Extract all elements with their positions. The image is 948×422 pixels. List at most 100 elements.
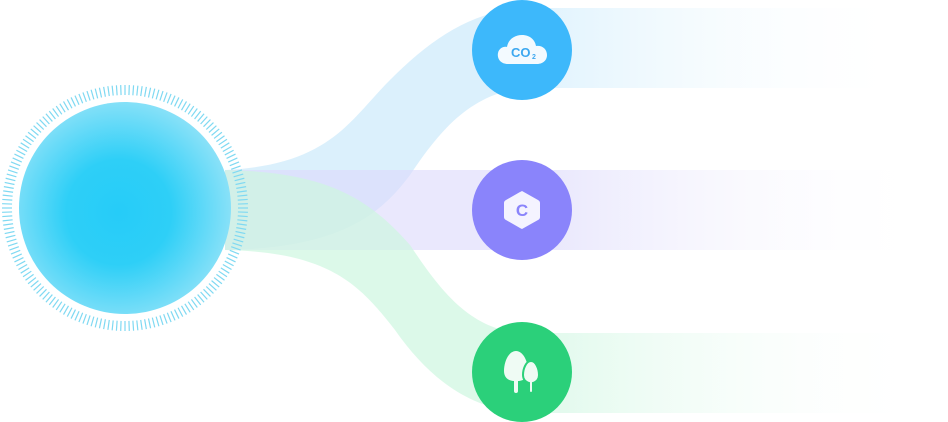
- ring-tick: [115, 85, 118, 96]
- ring-tick: [111, 320, 114, 331]
- ring-tick: [190, 299, 198, 308]
- node-forest[interactable]: [472, 322, 572, 422]
- ring-tick: [6, 238, 17, 243]
- ring-tick: [55, 301, 63, 311]
- ring-tick: [226, 153, 236, 160]
- ring-tick: [4, 181, 15, 186]
- ring-tick: [159, 90, 164, 101]
- ring-tick: [5, 234, 16, 239]
- ring-tick: [111, 85, 114, 96]
- ring-tick: [218, 138, 228, 146]
- ring-tick: [98, 87, 103, 98]
- ring-tick: [103, 86, 106, 97]
- ring-tick: [136, 320, 139, 331]
- ring-tick: [115, 320, 118, 331]
- ring-tick: [132, 320, 135, 331]
- ring-tick: [232, 169, 243, 174]
- ring-tick: [42, 116, 50, 125]
- ring-tick: [10, 161, 21, 167]
- ring-tick: [159, 315, 164, 326]
- ring-tick: [14, 256, 24, 263]
- ring-tick: [184, 103, 191, 113]
- ring-tick: [22, 270, 32, 278]
- ring-tick: [36, 122, 45, 130]
- ring-tick: [3, 223, 14, 226]
- ring-tick: [2, 194, 13, 197]
- ring-tick: [234, 177, 245, 182]
- ring-tick: [66, 99, 73, 109]
- ring-tick: [12, 157, 23, 163]
- ring-tick: [170, 310, 176, 321]
- ring-tick: [9, 246, 20, 251]
- node-co2[interactable]: CO 2: [472, 0, 572, 100]
- ring-tick: [147, 87, 152, 98]
- ring-tick: [59, 103, 66, 113]
- ring-tick: [25, 135, 34, 143]
- co2-cloud-icon: CO 2: [497, 35, 547, 64]
- ring-tick: [184, 303, 191, 313]
- ring-tick: [170, 95, 176, 106]
- ring-tick: [151, 317, 156, 328]
- co2-subscript: 2: [532, 54, 536, 61]
- ring-tick: [5, 177, 16, 182]
- ring-tick: [2, 219, 13, 222]
- ring-tick: [2, 198, 13, 201]
- ring-tick: [74, 95, 80, 106]
- ring-tick: [230, 165, 241, 170]
- ring-tick: [140, 86, 143, 97]
- tick-ring: [2, 85, 248, 331]
- ring-tick: [200, 116, 208, 125]
- band-co2-tail: [520, 8, 910, 88]
- ring-tick: [48, 110, 56, 120]
- ring-tick: [33, 125, 42, 133]
- ring-tick: [180, 101, 188, 111]
- ring-tick: [16, 260, 26, 267]
- ring-tick: [22, 138, 32, 146]
- ring-tick: [39, 119, 47, 128]
- ring-tick: [3, 186, 14, 189]
- ring-tick: [222, 145, 232, 153]
- ring-tick: [163, 313, 168, 324]
- ring-tick: [78, 93, 84, 104]
- ring-tick: [236, 186, 247, 189]
- ring-tick: [2, 215, 13, 218]
- ring-tick: [151, 88, 156, 99]
- ring-tick: [86, 315, 91, 326]
- ring-tick: [3, 190, 14, 193]
- ring-tick: [42, 291, 50, 300]
- ring-tick: [200, 291, 208, 300]
- ring-tick: [237, 215, 248, 218]
- node-carbon[interactable]: C: [472, 160, 572, 260]
- ring-tick: [173, 97, 180, 107]
- ring-tick: [232, 242, 243, 247]
- ring-tick: [187, 105, 195, 115]
- ring-tick: [94, 88, 99, 99]
- ring-tick: [48, 296, 56, 306]
- ring-tick: [237, 198, 248, 201]
- ring-tick: [16, 149, 26, 156]
- ring-tick: [220, 142, 230, 149]
- ring-tick: [220, 267, 230, 274]
- ring-tick: [12, 253, 23, 259]
- co2-label: CO: [511, 45, 531, 60]
- ring-tick: [208, 283, 217, 291]
- ring-tick: [208, 125, 217, 133]
- ring-tick: [45, 113, 53, 122]
- ring-tick: [234, 234, 245, 239]
- ring-tick: [59, 303, 66, 313]
- ring-tick: [30, 280, 39, 288]
- ring-tick: [235, 230, 246, 235]
- ring-tick: [235, 181, 246, 186]
- ring-tick: [236, 223, 247, 226]
- ring-tick: [213, 277, 223, 285]
- ring-tick: [45, 294, 53, 303]
- ring-tick: [224, 260, 234, 267]
- ring-tick: [86, 90, 91, 101]
- ring-tick: [166, 93, 172, 104]
- ring-tick: [229, 249, 240, 255]
- ring-tick: [197, 113, 205, 122]
- ring-tick: [144, 86, 147, 97]
- ring-tick: [103, 319, 106, 330]
- source-sphere: [19, 102, 231, 314]
